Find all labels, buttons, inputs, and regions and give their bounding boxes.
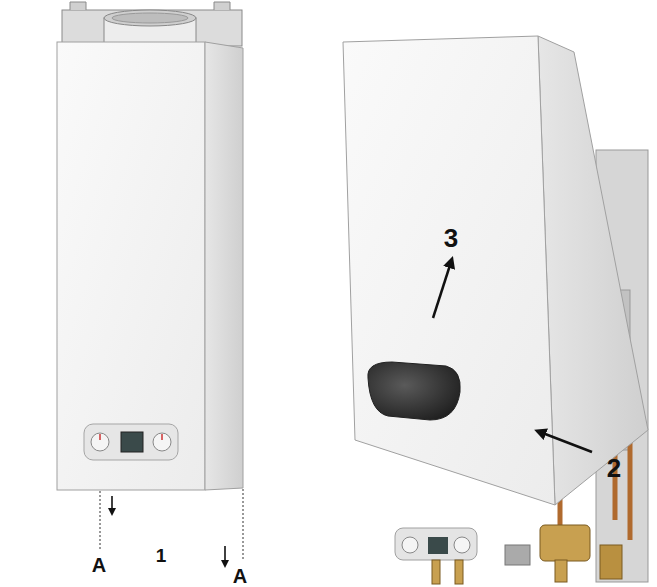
callout-number: 3 [444,225,458,251]
callout-number: 2 [607,455,621,481]
point-letter: A [233,566,247,586]
point-letter: A [92,555,106,575]
view-number: 1 [156,546,167,565]
closed-heater [57,2,243,564]
opened-heater [343,36,648,584]
